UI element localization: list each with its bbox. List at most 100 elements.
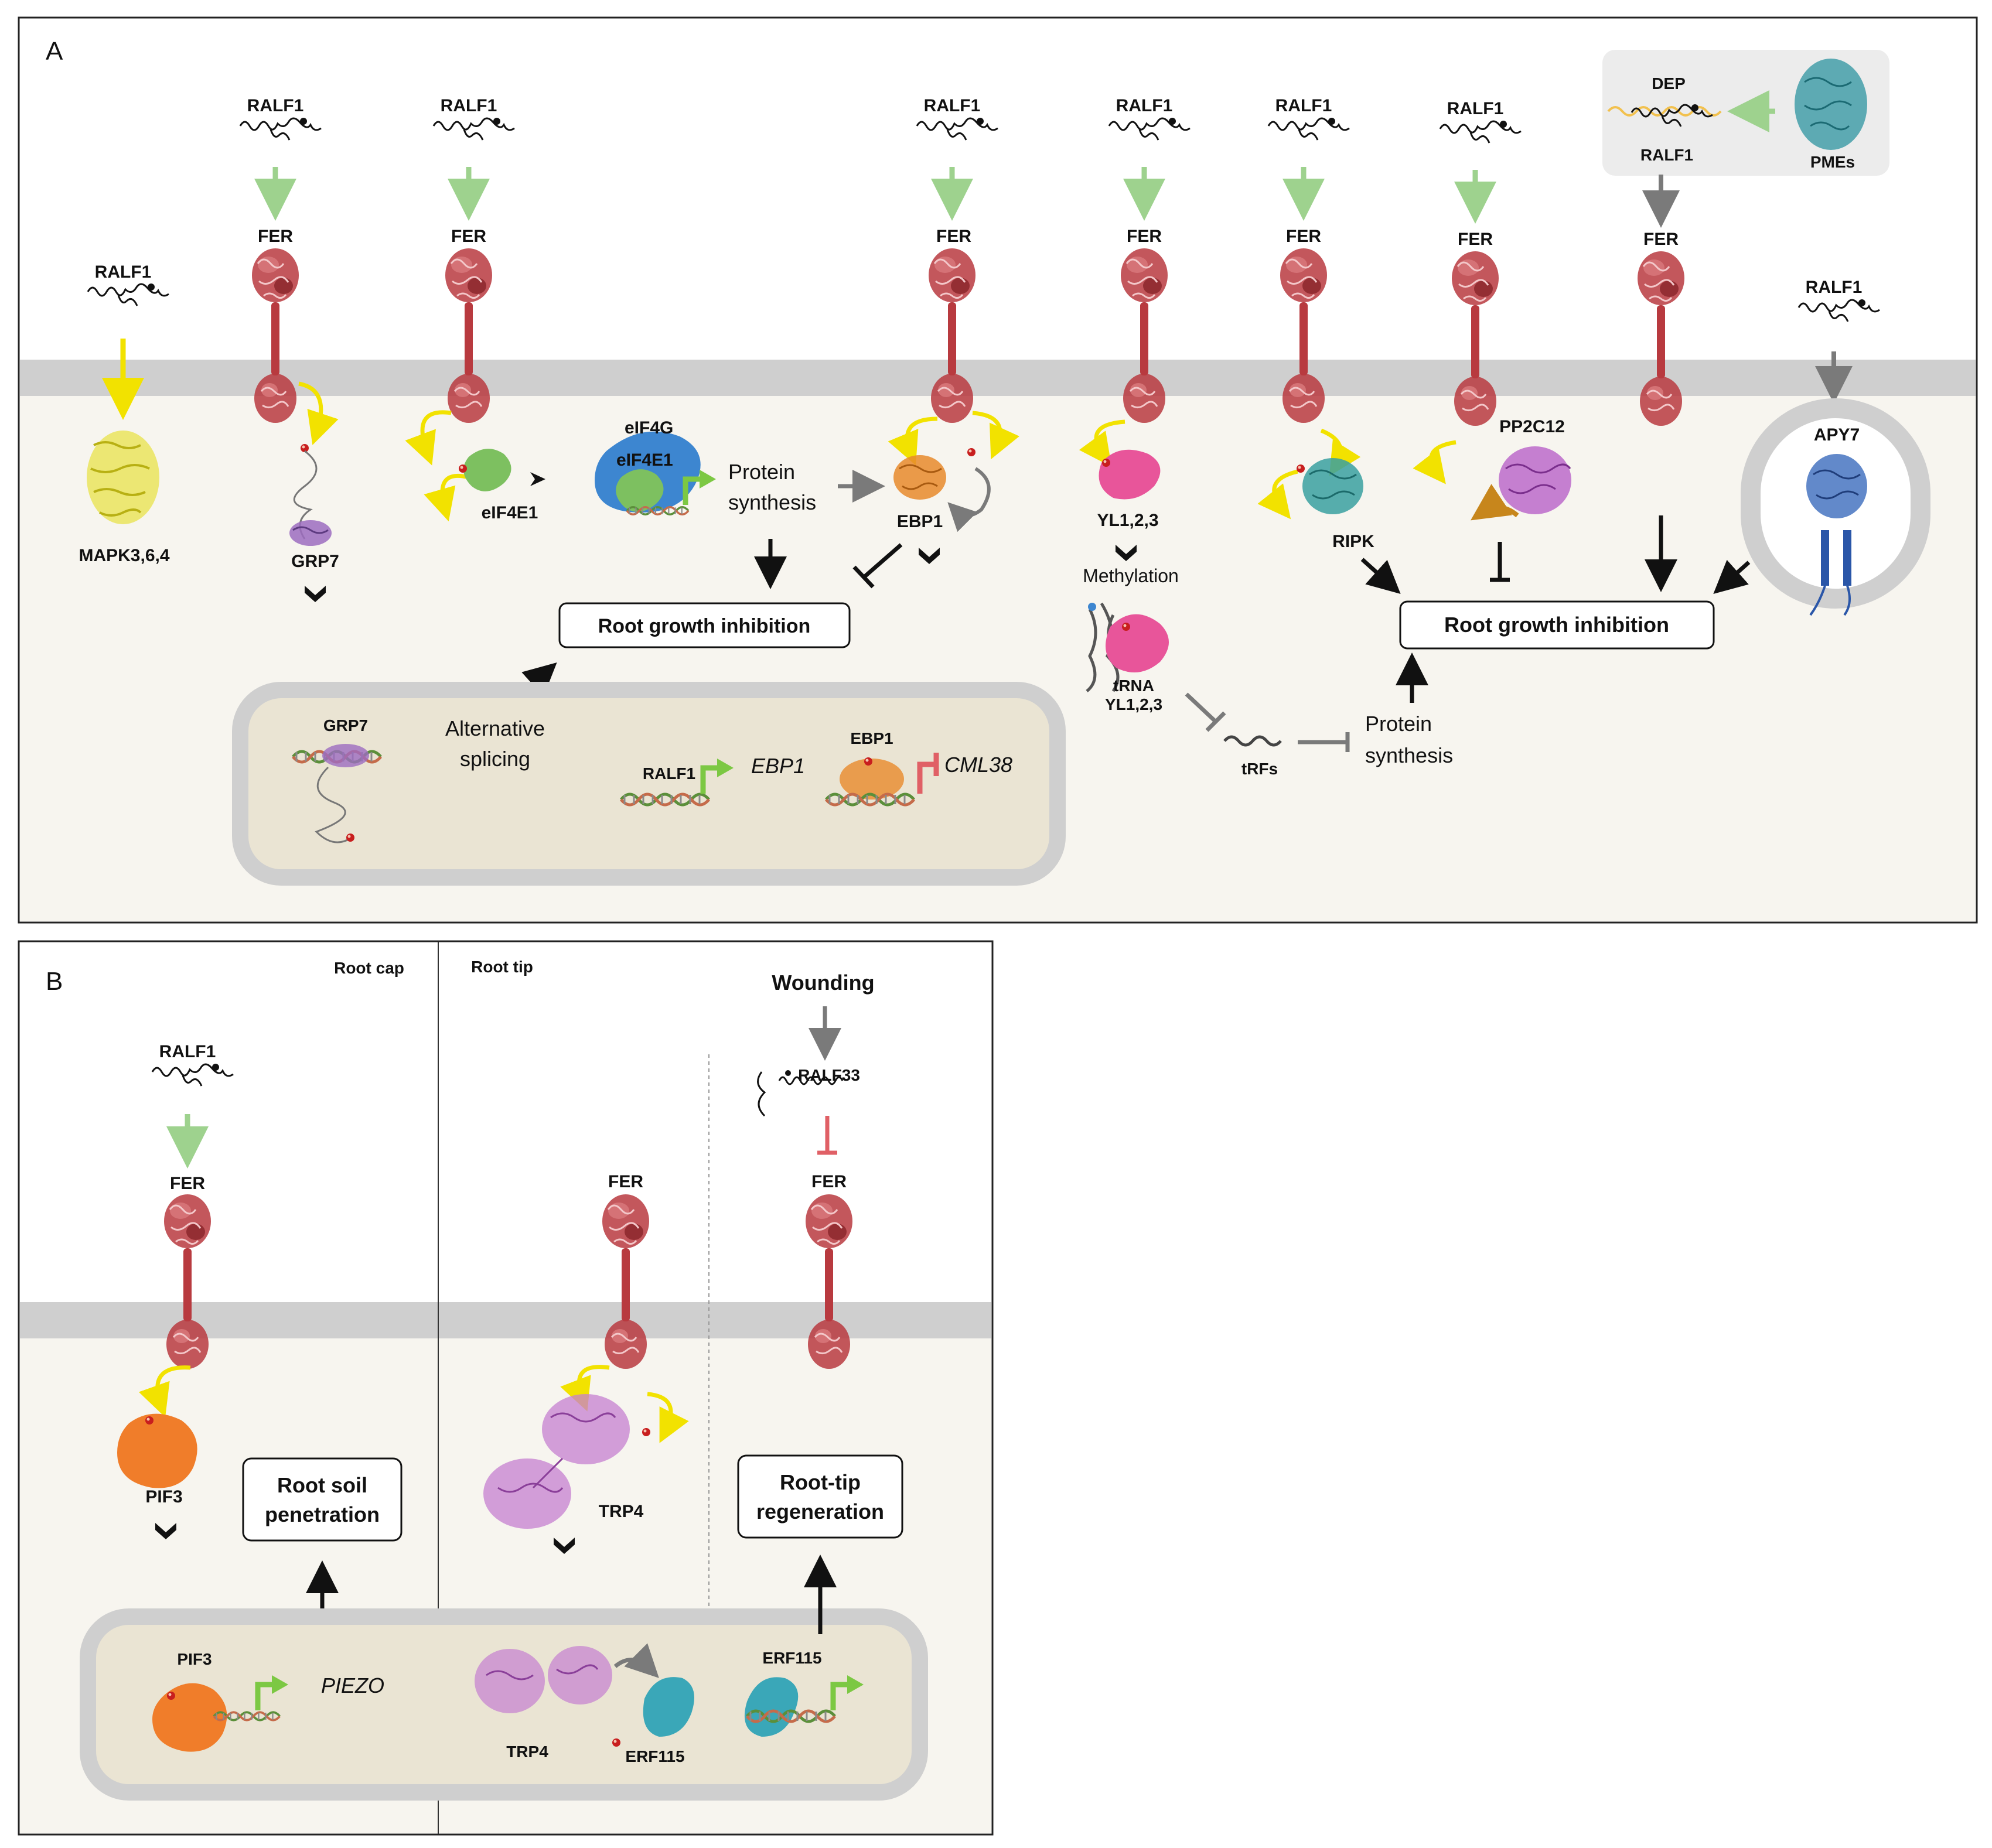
apy7-protein-icon [1806, 454, 1867, 616]
pmes-label: PMEs [1810, 153, 1855, 171]
root-cap-label: Root cap [334, 959, 404, 977]
mapk-protein-icon [87, 431, 159, 524]
root-tip-label: Root tip [471, 958, 533, 976]
dep-label: DEP [1652, 74, 1686, 93]
ripk-protein-icon [1302, 458, 1363, 514]
root-soil-penetration-label: Root soil [277, 1473, 367, 1497]
black-arrow [1360, 558, 1401, 595]
repression-marker-icon [917, 753, 939, 794]
autophosphorylation-arrow [424, 473, 469, 522]
ebp1-protein-icon [840, 759, 904, 800]
pp2c12-protein-icon [1499, 446, 1571, 514]
yl-protein-blob-icon [1099, 449, 1161, 500]
trna-label: tRNA [1113, 677, 1154, 695]
black-arrow [1713, 559, 1751, 594]
gray-feedback-arrow [947, 467, 991, 532]
protein-synthesis-right-label: synthesis [1365, 743, 1453, 767]
inhibition-line [1185, 692, 1217, 723]
ebp1-protein-icon [893, 455, 946, 500]
dep-chain-icon [1607, 106, 1722, 117]
alternative-splicing-label: splicing [460, 747, 530, 771]
alternative-splicing-label: Alternative [445, 716, 545, 740]
yl-label: YL1,2,3 [1097, 511, 1158, 530]
ralf33-label: RALF33 [798, 1066, 860, 1084]
ebp1-gene-label: EBP1 [751, 754, 805, 778]
autophosphorylation-arrow [888, 416, 938, 466]
apy7-label: APY7 [1814, 425, 1860, 445]
nucleus-ebp1-label: EBP1 [850, 729, 893, 747]
fer-label: FER [1127, 227, 1162, 246]
root-soil-penetration-label: penetration [265, 1502, 380, 1526]
translocation-chevron-icon [554, 1538, 575, 1554]
ripk-label: RIPK [1332, 532, 1374, 551]
root-tip-regeneration-box [737, 1454, 903, 1539]
pif3-blob-icon [152, 1683, 227, 1752]
protein-synthesis-right-label: Protein [1365, 712, 1432, 736]
root-growth-inhibition-box-right [1399, 600, 1715, 650]
autophosphorylation-arrow [647, 1392, 689, 1443]
autophosphorylation-arrow [1079, 419, 1125, 467]
grp7-label: GRP7 [291, 552, 339, 571]
panel-a-letter: A [46, 37, 63, 66]
eif4g-label: eIF4G [625, 418, 673, 438]
fer-label: FER [451, 227, 486, 246]
ebp1-label: EBP1 [897, 512, 943, 531]
panel-b-letter: B [46, 967, 63, 996]
erf115-blob-icon [643, 1677, 694, 1737]
fer-label: FER [936, 227, 971, 246]
fer-label: FER [1458, 230, 1493, 249]
yl-protein-blob-icon [1106, 614, 1169, 672]
root-tip-regeneration-label: regeneration [756, 1499, 884, 1524]
autophosphorylation-arrow [138, 1365, 191, 1417]
pmes-protein-icon [1795, 59, 1867, 150]
fer-label: FER [170, 1174, 205, 1193]
pif3-label: PIF3 [145, 1487, 182, 1507]
nucleus-erf115-label-a: ERF115 [625, 1747, 684, 1765]
fer-label: FER [608, 1172, 643, 1191]
ralf1-label-b: RALF1 [159, 1042, 216, 1061]
ralf1-label-grp7: RALF1 [247, 96, 304, 115]
grp7-protein-icon [289, 520, 332, 546]
ralf1-label-pp2c12: RALF1 [1447, 99, 1504, 118]
translocation-chevron-icon [155, 1523, 176, 1539]
autophosphorylation-arrow [560, 1365, 610, 1412]
trp4-protein-icon [483, 1394, 630, 1529]
translocation-chevron-icon [919, 548, 940, 564]
nucleus-left [232, 682, 1066, 886]
fer-label: FER [258, 227, 293, 246]
translocation-chevron-icon [1116, 545, 1137, 561]
nucleus-grp7-label: GRP7 [323, 716, 368, 735]
root-tip-regeneration-label: Root-tip [780, 1470, 861, 1494]
ralf1-label-apy7: RALF1 [1806, 278, 1863, 297]
eif4e1-blob-icon [616, 469, 664, 512]
pif3-blob-icon [117, 1413, 197, 1488]
autophosphorylation-arrow [405, 410, 452, 466]
rna-strand-icon [315, 766, 352, 843]
ralf1-label-yl: RALF1 [1116, 96, 1173, 115]
eif4e1-complex-label: eIF4E1 [616, 450, 673, 470]
root-growth-inhibition-label-left: Root growth inhibition [598, 615, 811, 637]
grp7-protein-icon [322, 744, 369, 767]
fer-label: FER [1643, 230, 1679, 249]
ralf33-peptide-icon [757, 1070, 844, 1117]
gray-arrow [613, 1643, 659, 1678]
inhibition-bar [852, 565, 875, 589]
protein-synthesis-label: synthesis [728, 490, 816, 514]
eif4e1-label: eIF4E1 [482, 503, 538, 522]
trna-yl-label: YL1,2,3 [1105, 695, 1162, 713]
ralf1-label-ebp1: RALF1 [924, 96, 981, 115]
root-growth-inhibition-box-left [558, 602, 851, 648]
root-growth-inhibition-label-right: Root growth inhibition [1444, 613, 1669, 637]
ralf1-label-mapk: RALF1 [95, 262, 152, 282]
ralf1-label-dep: RALF1 [1640, 146, 1693, 164]
autophosphorylation-arrow [972, 411, 1019, 460]
pp2c12-label: PP2C12 [1499, 417, 1565, 436]
fer-label: FER [1286, 227, 1321, 246]
root-soil-penetration-box [242, 1457, 403, 1542]
trfs-label: tRFs [1241, 760, 1278, 778]
mapk-label: MAPK3,6,4 [79, 546, 169, 565]
autophosphorylation-arrow [1413, 440, 1457, 484]
trfs-icon [1223, 735, 1282, 747]
nucleus-ralf1-label: RALF1 [643, 764, 695, 783]
